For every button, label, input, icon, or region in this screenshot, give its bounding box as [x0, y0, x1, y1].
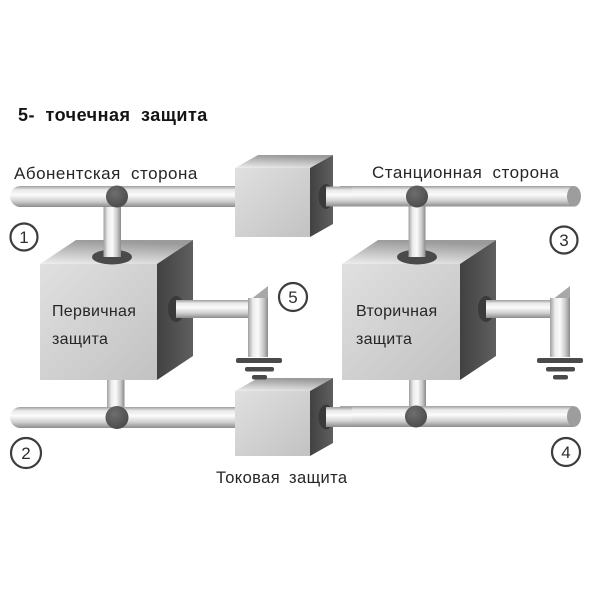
secondary-earth-pipe-vertical: [550, 298, 570, 357]
current-box-top-face: [235, 378, 333, 391]
subscriber-top-rail: [10, 186, 250, 207]
current-box-pipe-stub: [326, 407, 352, 427]
current-protection-box: [235, 378, 352, 456]
primary-box-front-face: [40, 264, 157, 380]
current-box-front-face: [235, 391, 310, 456]
inline-box-top-pipe-stub: [326, 186, 352, 207]
secondary-earth-branch: [478, 286, 583, 380]
primary-earth-branch: [168, 286, 282, 380]
point-1-number: 1: [19, 228, 28, 247]
secondary-protection-label-line1: Вторичная: [356, 303, 437, 320]
primary-earth-pipe-horizontal: [176, 300, 254, 318]
primary-protection-label-line2: защита: [52, 331, 108, 348]
point-2-circle: [9, 436, 43, 470]
primary-protection-label-line1: Первичная: [52, 303, 136, 320]
point-2-number: 2: [21, 444, 30, 463]
secondary-earth-pipe-horizontal: [486, 300, 556, 318]
inline-box-top-front-face: [235, 168, 310, 237]
junction-dot-point3: [406, 185, 428, 208]
top-rail-to-secondary-pipe: [408, 193, 426, 257]
top-rail-to-primary-pipe: [103, 193, 121, 257]
point-4-number: 4: [561, 443, 570, 462]
point-1-circle: [9, 222, 39, 252]
station-top-rail: [340, 186, 574, 207]
current-protection-label: Токовая защита: [216, 469, 348, 487]
point-5-number: 5: [288, 288, 297, 307]
inline-box-top: [235, 155, 352, 237]
junction-dot-point4: [405, 405, 427, 428]
point-3-number: 3: [559, 231, 568, 250]
secondary-protection-label-line2: защита: [356, 331, 412, 348]
junction-dot-point1: [106, 185, 128, 208]
point-5-circle: [277, 281, 309, 313]
point-marker-3: 3: [549, 225, 579, 255]
station-bottom-rail: [340, 406, 574, 427]
point-marker-1: 1: [9, 222, 39, 252]
point-3-circle: [549, 225, 579, 255]
page-title: 5- точечная защита: [18, 105, 208, 125]
subscriber-bottom-rail: [10, 407, 250, 428]
point-marker-2: 2: [9, 436, 43, 470]
inline-box-top-top-face: [235, 155, 333, 168]
secondary-earth-pipe-elbow: [552, 286, 570, 300]
secondary-box-side-face: [460, 240, 496, 380]
point-marker-5: 5: [277, 281, 309, 313]
station-side-label: Станционная сторона: [372, 163, 559, 182]
station-top-rail-cap: [567, 186, 581, 207]
ground-icon: [236, 358, 282, 380]
point-marker-4: 4: [550, 436, 582, 468]
ground-icon: [537, 358, 583, 380]
secondary-box-front-face: [342, 264, 460, 380]
station-bottom-rail-cap: [567, 406, 581, 427]
junction-dot-point2: [105, 406, 129, 429]
point-4-circle: [550, 436, 582, 468]
primary-earth-pipe-vertical: [248, 298, 268, 357]
subscriber-side-label: Абонентская сторона: [14, 164, 198, 183]
primary-earth-pipe-elbow: [250, 286, 268, 300]
